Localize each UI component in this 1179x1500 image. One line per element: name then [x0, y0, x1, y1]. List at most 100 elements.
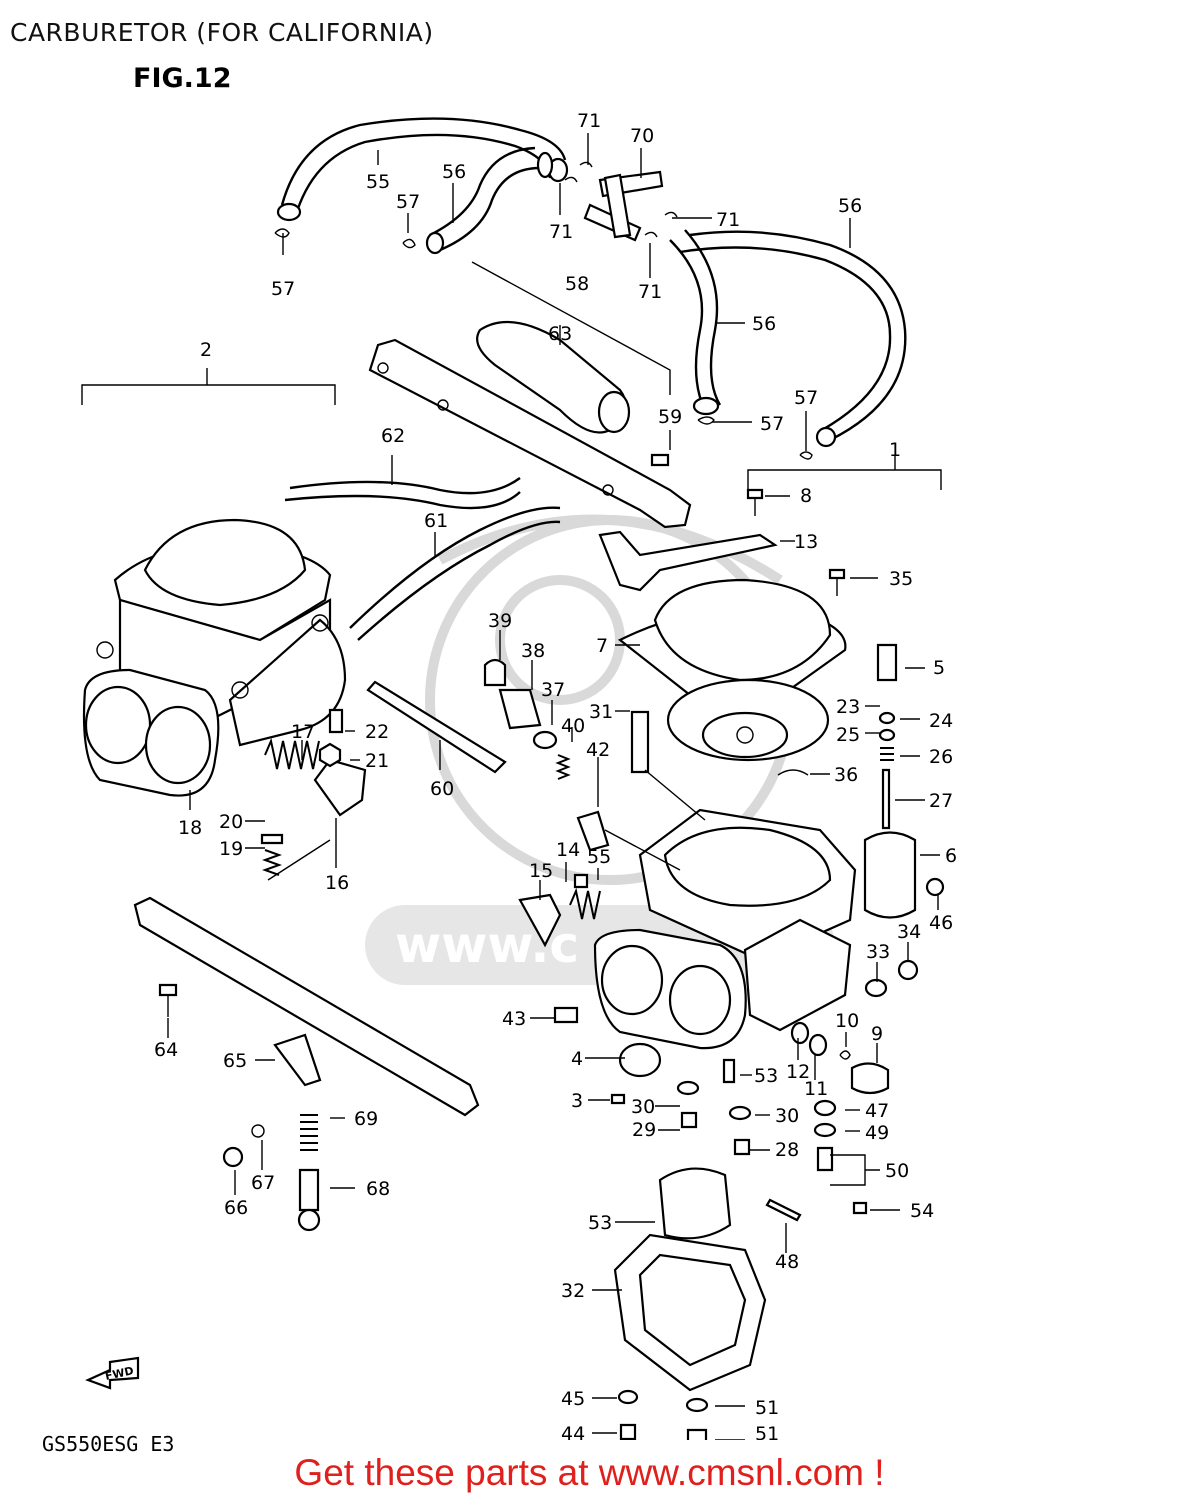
callout-69: 69 — [354, 1108, 378, 1130]
float-bowl — [613, 1099, 868, 1440]
callout-15: 15 — [529, 860, 553, 882]
forward-arrow-icon: FWD — [85, 1356, 140, 1390]
callout-71: 71 — [638, 281, 662, 303]
callout-39: 39 — [488, 610, 512, 632]
callout-46: 47 — [865, 1100, 889, 1122]
callout-67: 67 — [251, 1172, 275, 1194]
callout-63: 63 — [548, 323, 572, 345]
left-carburetor — [82, 518, 367, 881]
callout-24: 24 — [929, 710, 953, 732]
callout-57: 57 — [271, 278, 295, 300]
callout-62: 62 — [381, 425, 405, 447]
callout-33: 33 — [866, 941, 890, 963]
callout-25: 25 — [836, 724, 860, 746]
callout-31: 31 — [589, 701, 613, 723]
callout-40: 40 — [561, 715, 585, 737]
callout-48: 49 — [865, 1122, 889, 1144]
callout-71: 71 — [577, 110, 601, 132]
callout-35: 35 — [889, 568, 913, 590]
callout-2: 2 — [200, 339, 212, 361]
callout-65: 65 — [223, 1050, 247, 1072]
bracket-assembly — [368, 320, 692, 529]
leader-lines — [81, 133, 942, 1440]
callout-71: 71 — [716, 209, 740, 231]
tube-60 — [366, 680, 507, 774]
callout-19: 19 — [219, 838, 243, 860]
right-carburetor-body — [518, 808, 945, 1156]
callout-58: 58 — [565, 273, 589, 295]
callout-8: 8 — [800, 485, 812, 507]
callout-54: 54 — [910, 1200, 934, 1222]
callout-13: 13 — [794, 531, 818, 553]
callout-14: 14 — [556, 839, 580, 861]
parts-diagram: www.c — [81, 110, 957, 1440]
page-title: CARBURETOR (FOR CALIFORNIA) — [10, 18, 434, 47]
callout-37: 37 — [541, 679, 565, 701]
callout-51: 51 — [755, 1423, 779, 1440]
callout-68: 68 — [366, 1178, 390, 1200]
callout-27: 27 — [929, 790, 953, 812]
callout-18: 18 — [178, 817, 202, 839]
callout-22: 22 — [365, 721, 389, 743]
callout-56: 55 — [366, 171, 390, 193]
right-carburetor-top — [598, 488, 917, 919]
callout-32: 32 — [561, 1280, 585, 1302]
callout-23: 23 — [836, 696, 860, 718]
needle-valve-parts — [483, 658, 650, 852]
callout-57: 57 — [760, 413, 784, 435]
callout-30: 30 — [631, 1096, 655, 1118]
callout-60: 60 — [430, 778, 454, 800]
callout-41: 42 — [586, 739, 610, 761]
callout-64: 64 — [154, 1039, 178, 1061]
callout-29: 29 — [632, 1119, 656, 1141]
callout-66: 66 — [224, 1197, 248, 1219]
callout-9: 9 — [871, 1023, 883, 1045]
callout-labels: 55 56 57 57 71 70 71 71 71 56 56 57 57 5… — [154, 110, 957, 1440]
callout-10: 10 — [835, 1010, 859, 1032]
callout-57: 57 — [794, 387, 818, 409]
callout-6: 6 — [945, 845, 957, 867]
callout-28: 28 — [775, 1139, 799, 1161]
fwd-label: FWD — [104, 1364, 135, 1383]
callout-26: 26 — [929, 746, 953, 768]
callout-7: 7 — [596, 635, 608, 657]
callout-57: 57 — [396, 191, 420, 213]
callout-1: 1 — [889, 439, 901, 461]
callout-70: 70 — [630, 125, 654, 147]
model-code: GS550ESG E3 — [42, 1432, 175, 1456]
callout-71: 71 — [549, 221, 573, 243]
callout-3: 3 — [571, 1090, 583, 1112]
callout-43: 44 — [561, 1423, 585, 1440]
callout-56: 56 — [838, 195, 862, 217]
callout-59: 59 — [658, 406, 682, 428]
vent-hoses — [284, 477, 561, 641]
callout-30: 30 — [775, 1105, 799, 1127]
callout-20: 20 — [219, 811, 243, 833]
callout-47: 48 — [775, 1251, 799, 1273]
callout-34: 34 — [897, 921, 921, 943]
callout-61: 61 — [424, 510, 448, 532]
callout-42: 43 — [502, 1008, 526, 1030]
callout-49: 50 — [885, 1160, 909, 1182]
footer-link[interactable]: Get these parts at www.cmsnl.com ! — [294, 1452, 885, 1493]
callout-17: 17 — [291, 721, 315, 743]
callout-5: 5 — [933, 657, 945, 679]
callout-16: 16 — [325, 872, 349, 894]
callout-36: 36 — [834, 764, 858, 786]
figure-number: FIG.12 — [133, 63, 232, 94]
callout-12: 12 — [786, 1061, 810, 1083]
callout-21: 21 — [365, 750, 389, 772]
callout-56: 56 — [752, 313, 776, 335]
callout-4: 4 — [571, 1048, 583, 1070]
breather-hoses — [274, 117, 907, 460]
callout-11: 11 — [804, 1078, 828, 1100]
callout-53: 53 — [588, 1212, 612, 1234]
callout-38: 38 — [521, 640, 545, 662]
callout-55: 55 — [587, 846, 611, 868]
callout-45: 46 — [929, 912, 953, 934]
callout-44: 45 — [561, 1388, 585, 1410]
callout-56: 56 — [442, 161, 466, 183]
throttle-link — [133, 896, 480, 1232]
callout-50: 51 — [755, 1397, 779, 1419]
callout-52: 53 — [754, 1065, 778, 1087]
